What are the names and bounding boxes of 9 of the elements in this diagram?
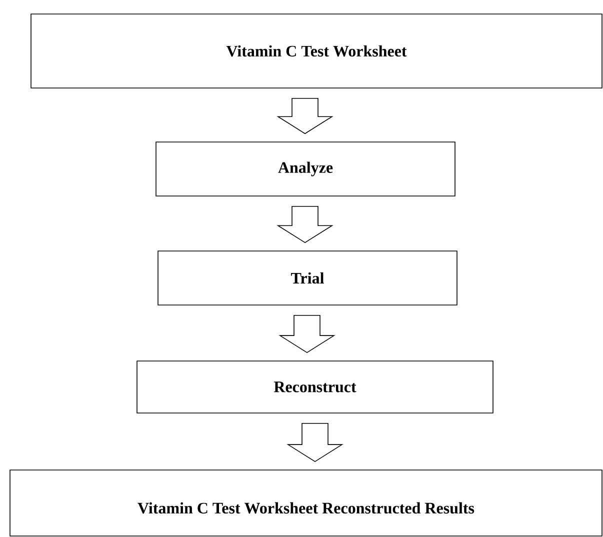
process-box: Reconstruct [136,360,494,414]
process-box: Vitamin C Test Worksheet Reconstructed Results [10,470,602,536]
block-arrow [276,98,334,134]
block-arrow [278,314,336,354]
process-box: Analyze [156,142,456,196]
process-box: Vitamin C Test Worksheet [30,14,602,88]
process-box: Trial [158,250,458,306]
block-arrow [286,422,344,462]
block-arrow [276,206,334,244]
